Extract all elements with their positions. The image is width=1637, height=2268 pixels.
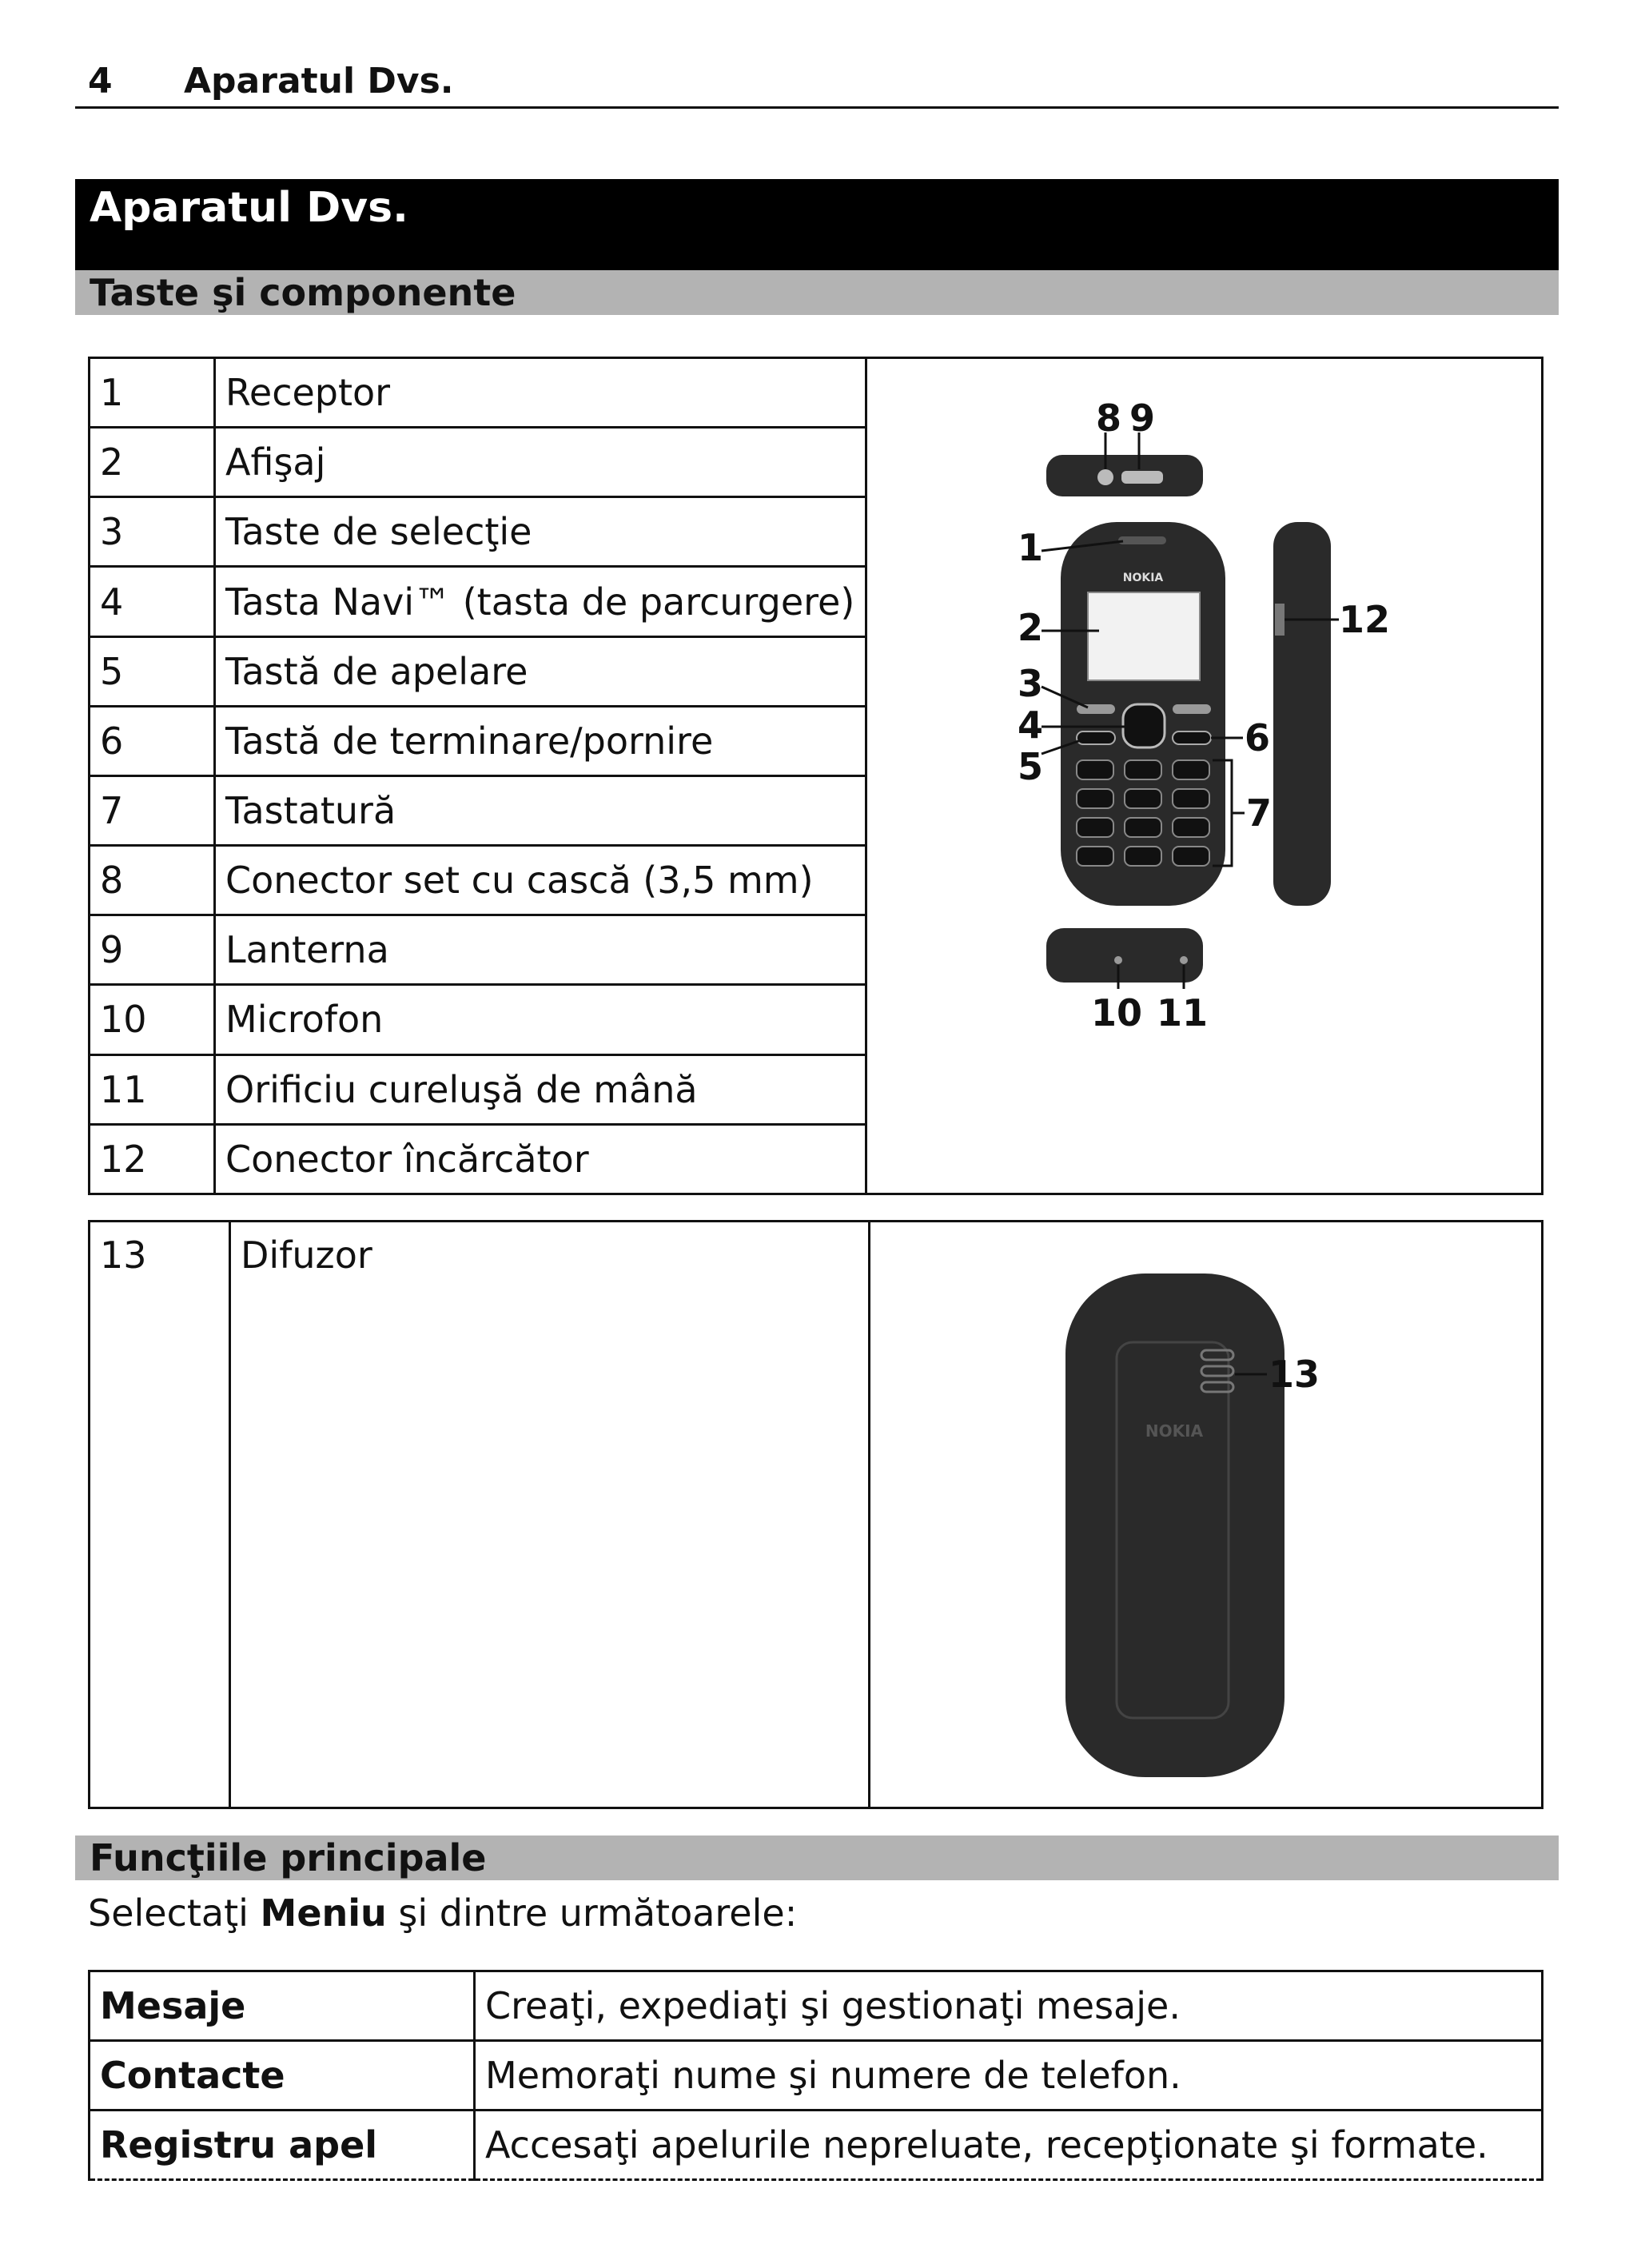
callout-2: 2 — [1018, 606, 1043, 649]
part-label: Difuzor — [229, 1220, 870, 1809]
part-label: Tastă de terminare/pornire — [213, 704, 867, 777]
headset-connector-icon — [1097, 469, 1113, 485]
part-number: 3 — [88, 496, 216, 568]
part-number: 5 — [88, 635, 216, 708]
phone-front-illustration-cell: 8 9 NOKIA — [865, 357, 1543, 1195]
table-row: Mesaje Creaţi, expediaţi şi gestionaţi m… — [88, 1970, 1543, 2042]
call-key — [1076, 731, 1116, 745]
navi-key — [1121, 703, 1166, 749]
phone-brand: NOKIA — [1123, 572, 1164, 584]
callout-7: 7 — [1246, 791, 1272, 835]
part-label: Lanterna — [213, 914, 867, 987]
part-label: Tasta Navi™ (tasta de parcurgere) — [213, 565, 867, 638]
part-label: Microfon — [213, 983, 867, 1056]
callout-12: 12 — [1339, 598, 1390, 641]
receiver-slot — [1118, 536, 1166, 544]
page-number: 4 — [88, 61, 113, 102]
microphone-icon — [1114, 956, 1122, 964]
page-header: 4 Aparatul Dvs. — [75, 58, 1559, 109]
speaker-table: 13 Difuzor NOKIA 13 — [88, 1220, 1543, 1809]
flashlight-icon — [1121, 471, 1163, 484]
callout-8: 8 — [1096, 397, 1121, 440]
phone-back-brand: NOKIA — [1145, 1421, 1204, 1441]
part-label: Conector încărcător — [213, 1122, 867, 1196]
intro-text: Selectaţi Meniu şi dintre următoarele: — [88, 1891, 798, 1935]
callout-9: 9 — [1129, 397, 1155, 440]
part-label: Orificiu cureluşă de mână — [213, 1053, 867, 1126]
section-heading-keys: Taste şi componente — [75, 270, 1559, 315]
part-number: 6 — [88, 704, 216, 777]
strap-hole-icon — [1180, 956, 1188, 964]
phone-bottom-edge — [1046, 928, 1203, 983]
menu-item-name: Mesaje — [88, 1970, 476, 2042]
part-label: Receptor — [213, 356, 867, 429]
phone-side-view — [1273, 522, 1331, 906]
callout-3: 3 — [1018, 662, 1043, 705]
display-screen — [1087, 592, 1201, 681]
callout-13: 13 — [1269, 1353, 1320, 1396]
end-key — [1172, 731, 1212, 745]
table-row: Registru apel Accesaţi apelurile neprelu… — [88, 2109, 1543, 2181]
table-row: Contacte Memoraţi nume şi numere de tele… — [88, 2039, 1543, 2111]
speaker-grille-icon — [1200, 1349, 1235, 1393]
part-number: 13 — [88, 1220, 231, 1809]
phone-back-illustration-cell: NOKIA 13 — [868, 1220, 1543, 1809]
callout-1: 1 — [1018, 526, 1043, 569]
table-row: 13 Difuzor NOKIA 13 — [88, 1220, 1543, 1809]
parts-table: 1 Receptor 8 9 NOKIA — [88, 356, 1543, 1196]
menu-item-description: Memoraţi nume şi numere de telefon. — [473, 2039, 1543, 2111]
part-number: 4 — [88, 565, 216, 638]
menu-functions-table: Mesaje Creaţi, expediaţi şi gestionaţi m… — [88, 1970, 1543, 2181]
part-number: 8 — [88, 844, 216, 917]
part-label: Taste de selecţie — [213, 496, 867, 568]
part-number: 2 — [88, 426, 216, 499]
callout-4: 4 — [1018, 704, 1043, 747]
part-number: 1 — [88, 356, 216, 429]
part-label: Afişaj — [213, 426, 867, 499]
keypad — [1076, 759, 1210, 867]
menu-item-name: Registru apel — [88, 2109, 476, 2181]
charger-connector-icon — [1275, 604, 1285, 636]
phone-back-body — [1065, 1274, 1285, 1777]
table-row: 1 Receptor 8 9 NOKIA — [88, 356, 1543, 1195]
callout-5: 5 — [1018, 745, 1043, 788]
section-heading-functions: Funcţiile principale — [75, 1836, 1559, 1880]
phone-back-illustration: NOKIA 13 — [1065, 1274, 1320, 1777]
callout-10: 10 — [1091, 991, 1142, 1034]
part-label: Conector set cu cască (3,5 mm) — [213, 844, 867, 917]
menu-keyword: Meniu — [260, 1891, 387, 1935]
part-number: 12 — [88, 1122, 216, 1196]
right-selection-key — [1173, 704, 1211, 714]
menu-item-name: Contacte — [88, 2039, 476, 2111]
menu-item-description: Creaţi, expediaţi şi gestionaţi mesaje. — [473, 1970, 1543, 2042]
running-title: Aparatul Dvs. — [184, 61, 454, 102]
part-number: 10 — [88, 983, 216, 1056]
callout-6: 6 — [1245, 716, 1270, 759]
phone-front-illustration: 8 9 NOKIA — [1018, 397, 1390, 1034]
part-label: Tastatură — [213, 774, 867, 847]
part-number: 7 — [88, 774, 216, 847]
part-number: 11 — [88, 1053, 216, 1126]
chapter-title: Aparatul Dvs. — [75, 179, 1559, 270]
menu-item-description: Accesaţi apelurile nepreluate, recepţion… — [473, 2109, 1543, 2181]
callout-11: 11 — [1157, 991, 1208, 1034]
part-label: Tastă de apelare — [213, 635, 867, 708]
part-number: 9 — [88, 914, 216, 987]
